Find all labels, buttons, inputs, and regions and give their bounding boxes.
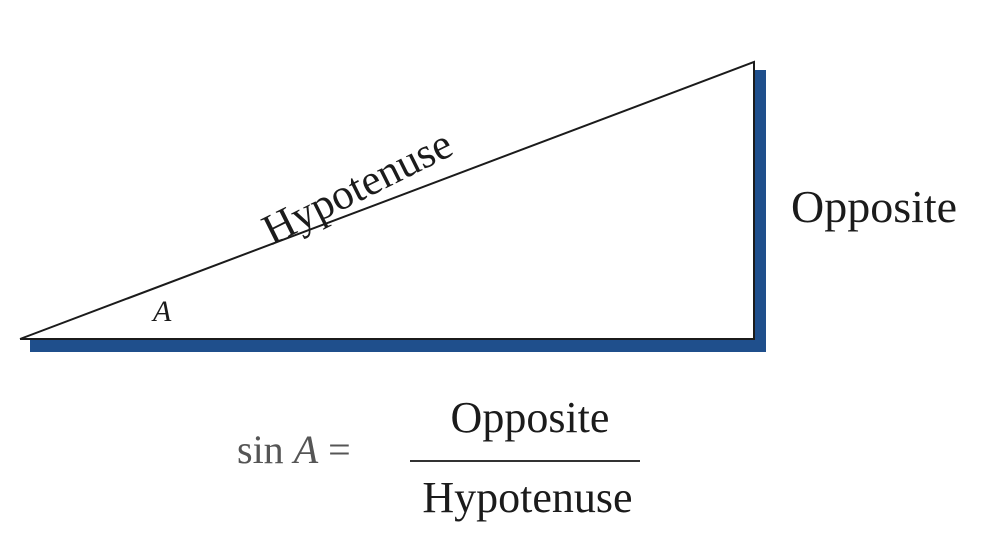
- equals-sign: =: [328, 427, 351, 472]
- fraction-bar: [410, 460, 640, 462]
- sin-function: sin: [237, 427, 284, 472]
- adjacent-side-highlight: [30, 339, 766, 352]
- angle-label: A: [153, 295, 172, 328]
- formula-lhs: sin A =: [237, 430, 351, 470]
- opposite-label: Opposite: [791, 181, 958, 232]
- formula-variable: A: [293, 427, 319, 472]
- opposite-side-highlight: [753, 70, 766, 352]
- triangle-outline: [19, 60, 755, 340]
- formula-denominator: Hypotenuse: [422, 473, 633, 522]
- formula-numerator: Opposite: [450, 393, 610, 442]
